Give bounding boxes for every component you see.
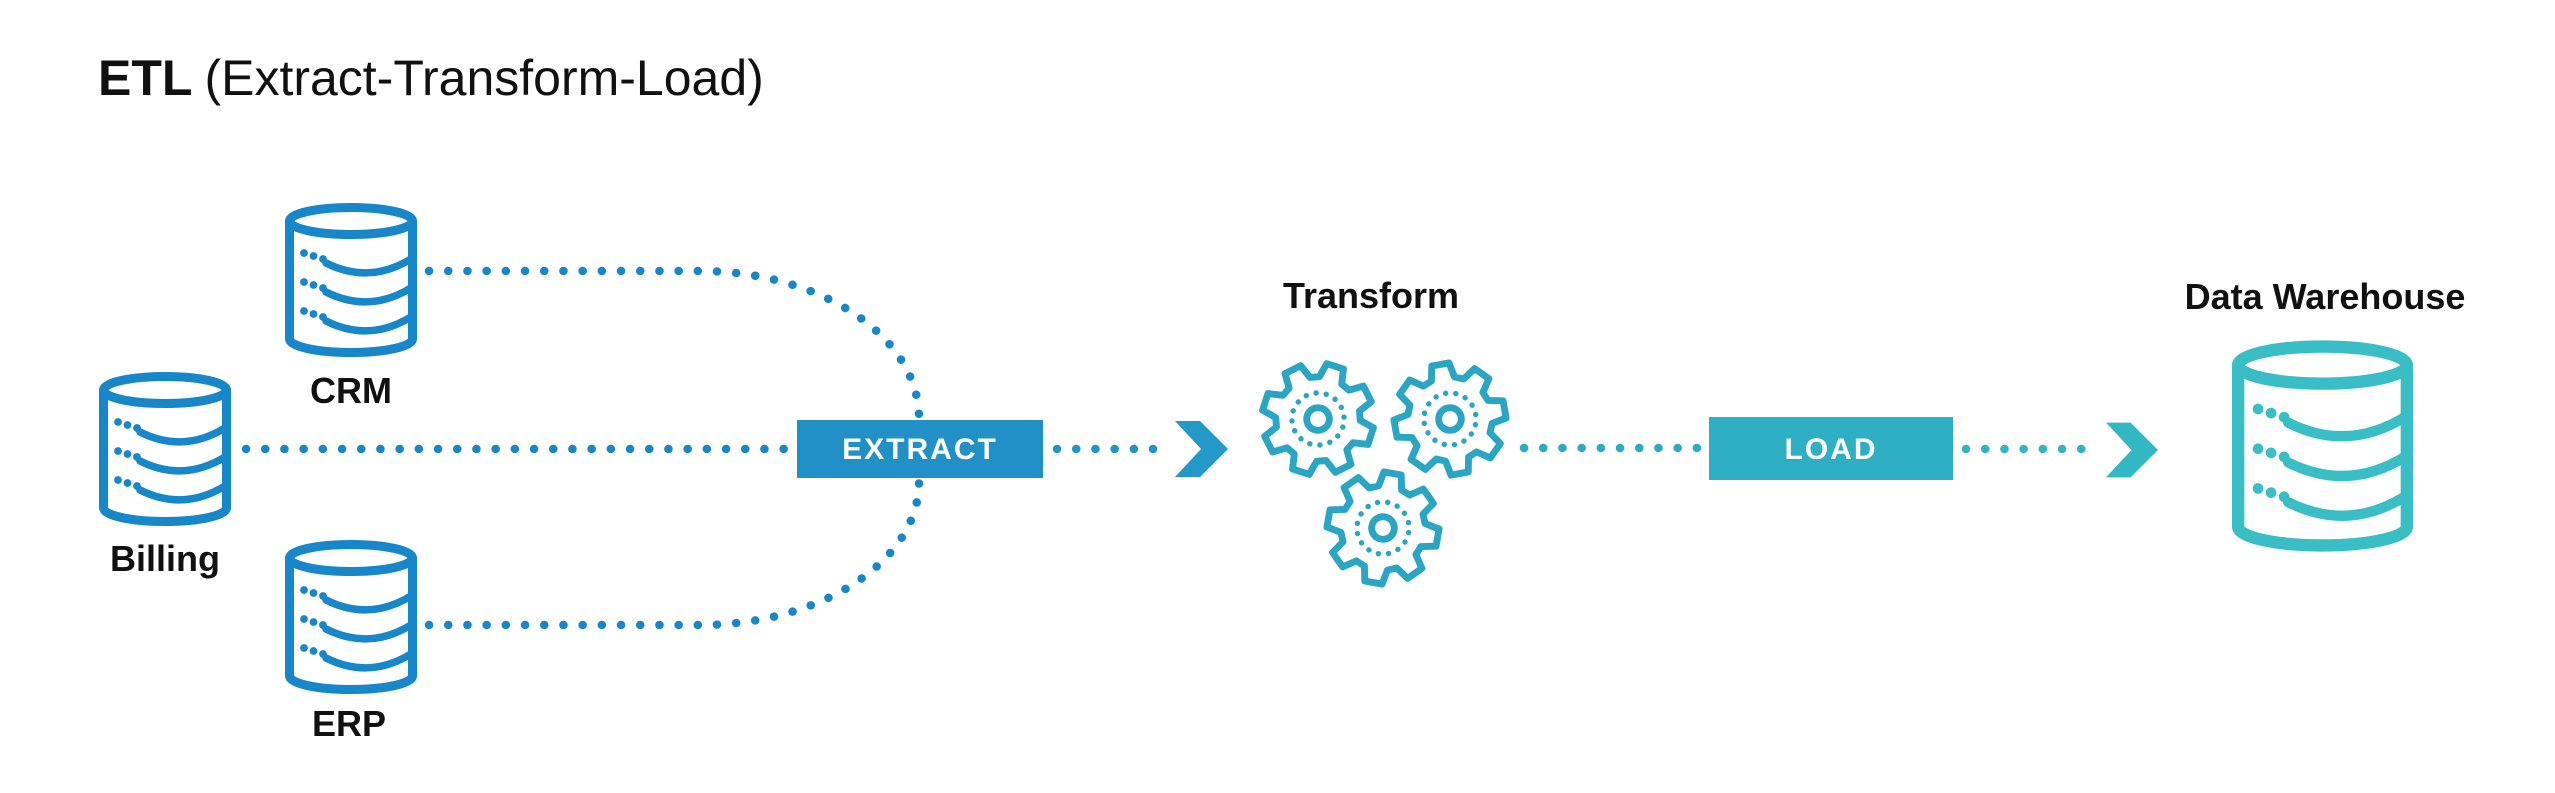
load-box [1709, 417, 1953, 480]
page-title: ETL(Extract-Transform-Load) [98, 50, 764, 106]
crm-database-icon [290, 208, 413, 353]
crm-label: CRM [310, 370, 392, 411]
gear-top-left-icon [1248, 349, 1388, 489]
crm-to-extract-dotted-line [424, 266, 924, 423]
erp-label: ERP [312, 703, 386, 744]
extract-label: EXTRACT [842, 433, 998, 466]
flow-arrow-2-icon [2106, 422, 2158, 478]
load-label: LOAD [1785, 433, 1878, 466]
data-warehouse-label: Data Warehouse [2185, 276, 2466, 317]
gear-top-right-icon [1386, 355, 1514, 483]
title-sub: (Extract-Transform-Load) [204, 50, 763, 106]
title-main: ETL [98, 50, 192, 106]
source-databases-group [104, 208, 924, 690]
flow-arrow-2-group [2106, 422, 2158, 478]
extract-box [797, 420, 1043, 478]
gear-bottom-icon [1319, 464, 1447, 592]
erp-to-extract-dotted-line [424, 477, 924, 630]
load-stage: LOAD [1709, 417, 1953, 480]
flow-arrow-1-group [1175, 421, 1228, 477]
destination-group [2238, 347, 2407, 546]
billing-database-icon [104, 377, 227, 522]
transform-gears-group [1248, 349, 1514, 592]
transform-label: Transform [1283, 275, 1459, 316]
flow-arrow-1-icon [1175, 421, 1228, 477]
erp-database-icon [290, 545, 413, 690]
data-warehouse-icon [2238, 347, 2407, 546]
billing-label: Billing [110, 538, 220, 579]
extract-stage: EXTRACT [797, 420, 1043, 478]
